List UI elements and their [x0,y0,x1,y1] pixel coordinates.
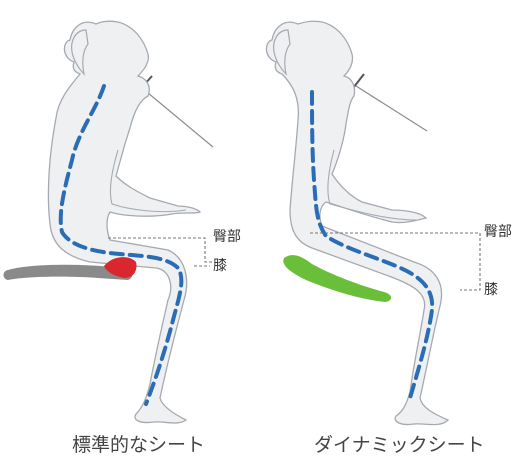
dynamic-buttocks-label: 臀部 [484,224,512,240]
standard-seat-caption: 標準的なシート [72,430,205,457]
neck-pointer-line [142,88,213,147]
standard-seat-panel: 臀部 膝 [4,21,242,423]
dynamic-knee-label: 膝 [484,282,498,298]
dynamic-seat-panel: 臀部 膝 [266,21,512,424]
standard-body-silhouette [48,21,200,423]
neck-pointer-line-2 [356,86,427,131]
standard-knee-label: 膝 [213,258,227,274]
dynamic-seat-caption: ダイナミックシート [314,430,485,457]
standard-buttocks-label: 臀部 [213,229,241,245]
